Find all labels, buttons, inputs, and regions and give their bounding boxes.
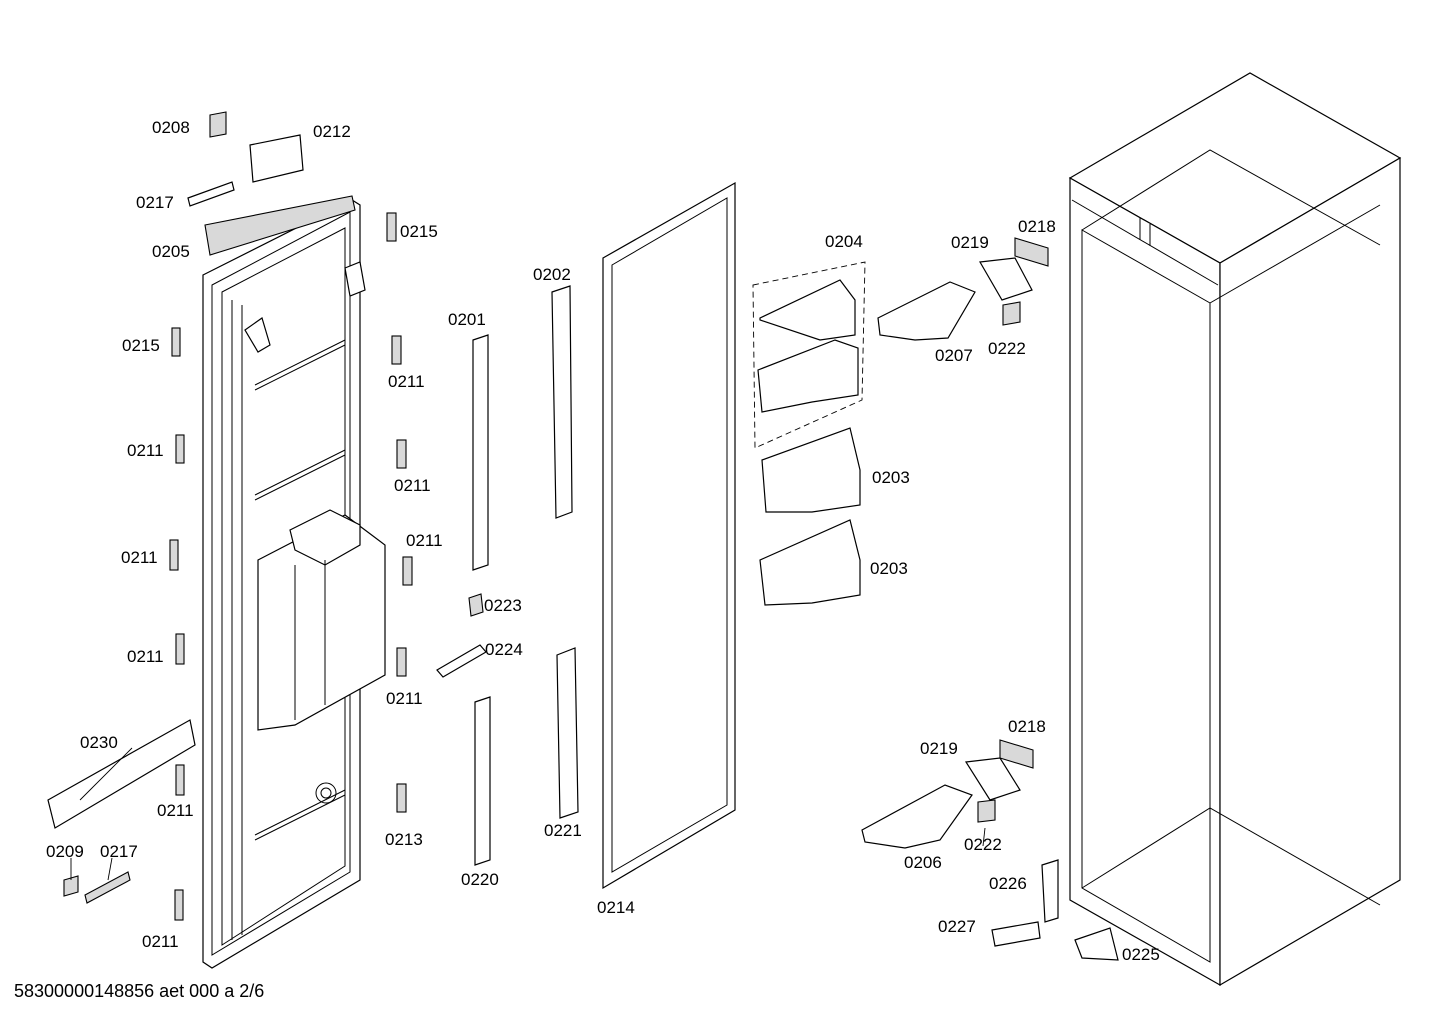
cabinet-housing: [1068, 72, 1402, 987]
label-0211-h: 0211: [157, 801, 194, 820]
label-0211-b: 0211: [127, 441, 164, 460]
label-0211-f: 0211: [127, 647, 164, 666]
label-0226: 0226: [989, 874, 1027, 893]
label-0220: 0220: [461, 870, 499, 889]
label-0207: 0207: [935, 346, 973, 365]
label-0218-upper: 0218: [1018, 217, 1056, 236]
label-0211-c: 0211: [394, 476, 431, 495]
label-0222-upper: 0222: [988, 339, 1026, 358]
label-0208: 0208: [152, 118, 190, 137]
label-0219-upper: 0219: [951, 233, 989, 252]
label-0221: 0221: [544, 821, 582, 840]
label-0204: 0204: [825, 232, 863, 251]
label-0225: 0225: [1122, 945, 1160, 964]
label-0217-top: 0217: [136, 193, 174, 212]
label-0219-lower: 0219: [920, 739, 958, 758]
door-seal-frame: [602, 181, 736, 890]
label-0218-lower: 0218: [1008, 717, 1046, 736]
label-0230: 0230: [80, 733, 118, 752]
document-id: 58300000148856 aet 000 a 2/6: [14, 981, 265, 1001]
door-trims: [472, 285, 579, 866]
label-0213: 0213: [385, 830, 423, 849]
label-0203-lower: 0203: [870, 559, 908, 578]
hinge-assemblies: [861, 237, 1119, 961]
label-0211-d: 0211: [406, 531, 443, 550]
label-0202: 0202: [533, 265, 571, 284]
door-assembly: [187, 111, 386, 969]
hinge-clips: [47, 212, 487, 921]
label-0205: 0205: [152, 242, 190, 261]
label-0203-upper: 0203: [872, 468, 910, 487]
label-0223: 0223: [484, 596, 522, 615]
label-0215-right: 0215: [400, 222, 438, 241]
label-0201: 0201: [448, 310, 486, 329]
label-0211-a: 0211: [388, 372, 425, 391]
label-0211-g: 0211: [386, 689, 423, 708]
leader-lines: [70, 747, 986, 881]
label-0215-left: 0215: [122, 336, 160, 355]
label-0206: 0206: [904, 853, 942, 872]
label-0211-e: 0211: [121, 548, 158, 567]
label-0224: 0224: [485, 640, 523, 659]
label-0212: 0212: [313, 122, 351, 141]
label-0211-i: 0211: [142, 932, 179, 951]
label-0222-lower: 0222: [964, 835, 1002, 854]
door-shelves: [752, 261, 866, 606]
label-0214: 0214: [597, 898, 635, 917]
label-0209: 0209: [46, 842, 84, 861]
part-labels: 0208 0212 0217 0205 0215 0215 0201 0202 …: [46, 118, 1160, 964]
label-0217-bottom: 0217: [100, 842, 138, 861]
label-0227: 0227: [938, 917, 976, 936]
